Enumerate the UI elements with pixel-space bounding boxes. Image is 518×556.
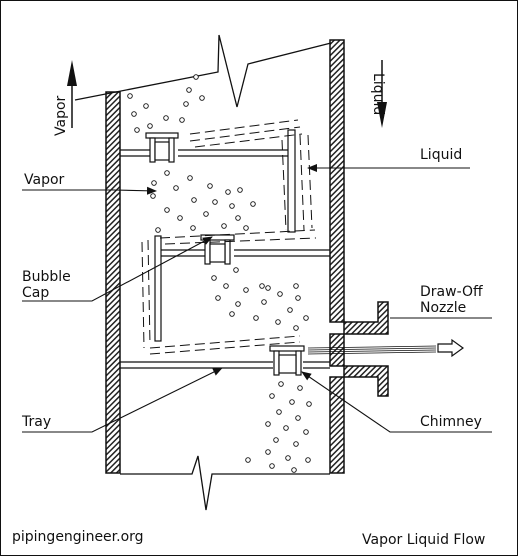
draw-off-stream-lines [307,345,437,355]
draw-off-nozzle-body [343,301,389,335]
bubble-cap-leader-line [22,236,213,302]
tray-middle [158,249,330,257]
liquid-flow-dashes [141,119,317,355]
right-column-wall-lower [329,376,345,474]
tray-upper [120,149,292,157]
tray-label: Tray [21,414,51,430]
draw-off-flow-arrow [437,338,465,358]
bubble-cap-middle [200,234,235,265]
caption-label: Vapor Liquid Flow [362,532,485,548]
left-column-wall [105,91,121,474]
website-label: pipingengineer.org [12,529,144,545]
bottom-break-line [120,455,330,511]
lower-nozzle-body [343,365,389,397]
bubble-cap-lower [269,345,305,376]
tray-leader-line [22,367,223,433]
bubble-cap-upper [145,132,179,163]
chimney-label: Chimney [420,414,482,430]
vapor-vertical-label: Vapor [53,95,69,136]
bubble-cap-label-line1: Bubble [22,269,71,285]
vapor-up-arrow [67,60,77,128]
liquid-vertical-label: Liquid [370,73,386,115]
middle-downcomer-weir [154,235,162,342]
liquid-label: Liquid [420,147,462,163]
draw-off-label-line1: Draw-Off [420,284,483,300]
vapor-leader-line [22,186,157,195]
vapor-label: Vapor [24,172,65,188]
bubble-cap-label-line2: Cap [22,285,49,301]
vapor-bubbles [127,74,312,473]
tray-lower [120,361,330,369]
right-column-wall-upper [329,39,345,323]
liquid-down-arrow [377,60,387,128]
upper-downcomer-weir [287,129,296,233]
chimney-leader-line [301,371,492,433]
draw-off-label-line2: Nozzle [420,300,466,316]
